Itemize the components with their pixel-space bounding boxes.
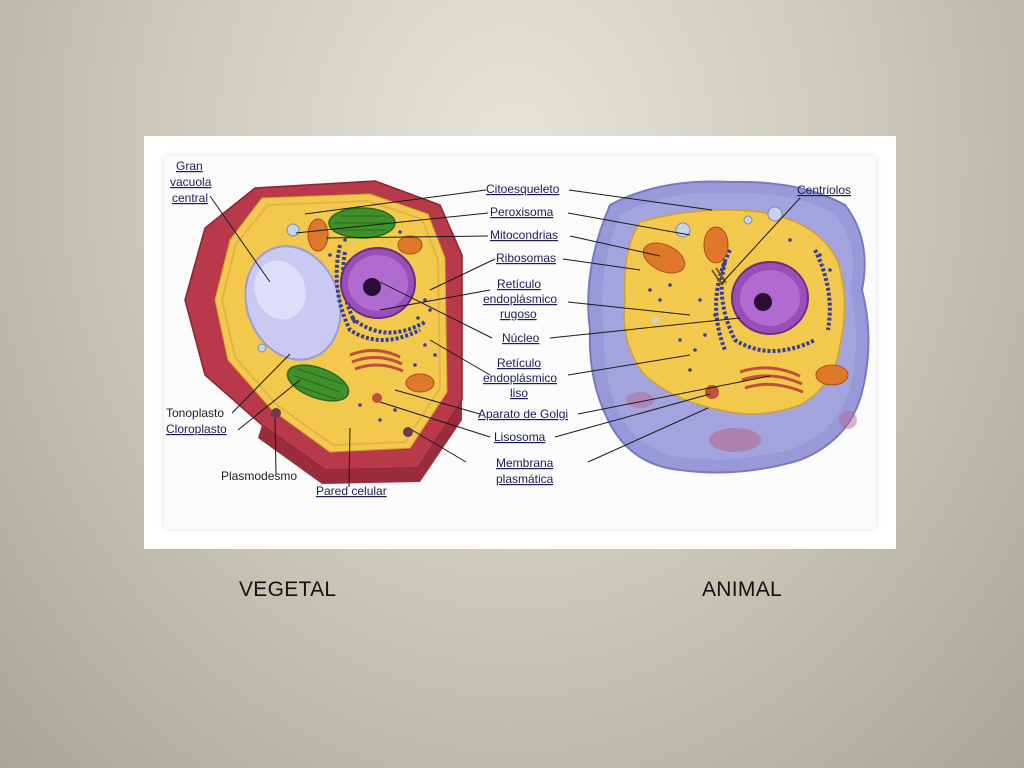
chloroplast-bottom [286,364,350,402]
label-gran-vacuola-1: Gran [176,159,203,173]
label-golgi: Aparato de Golgi [478,407,568,421]
label-gran-vacuola-2: vacuola [170,175,212,189]
plant-cell [184,180,463,484]
label-pared-celular: Pared celular [316,484,387,498]
label-cloroplasto: Cloroplasto [166,422,227,436]
label-peroxisoma: Peroxisoma [490,205,554,219]
animal-golgi [739,366,804,394]
caption-vegetal: VEGETAL [239,578,337,601]
label-mitocondrias: Mitocondrias [490,228,558,242]
label-membrana-1: Membrana [496,456,554,470]
plant-golgi [349,349,404,373]
label-centriolos: Centriolos [797,183,851,197]
animal-cell [587,180,870,474]
label-ribosomas: Ribosomas [496,251,556,265]
label-rer-1: Retículo [497,277,541,291]
label-citoesqueleto: Citoesqueleto [486,182,560,196]
label-lisosoma: Lisosoma [494,430,546,444]
label-rel-3: liso [510,386,528,400]
leader-lines [209,189,801,488]
label-rel-1: Retículo [497,356,541,370]
label-plasmodesmo: Plasmodesmo [221,469,297,483]
label-rer-2: endoplásmico [483,292,557,306]
plant-mitochondria [307,218,329,252]
labels: Gran vacuola central Citoesqueleto Perox… [166,159,851,498]
label-rer-3: rugoso [500,307,537,321]
caption-animal: ANIMAL [702,578,782,601]
animal-mitochondria [642,242,686,274]
label-membrana-2: plasmática [496,472,554,486]
label-gran-vacuola-3: central [172,191,208,205]
label-nucleo: Núcleo [502,331,540,345]
label-rel-2: endoplásmico [483,371,557,385]
label-tonoplasto: Tonoplasto [166,406,224,420]
